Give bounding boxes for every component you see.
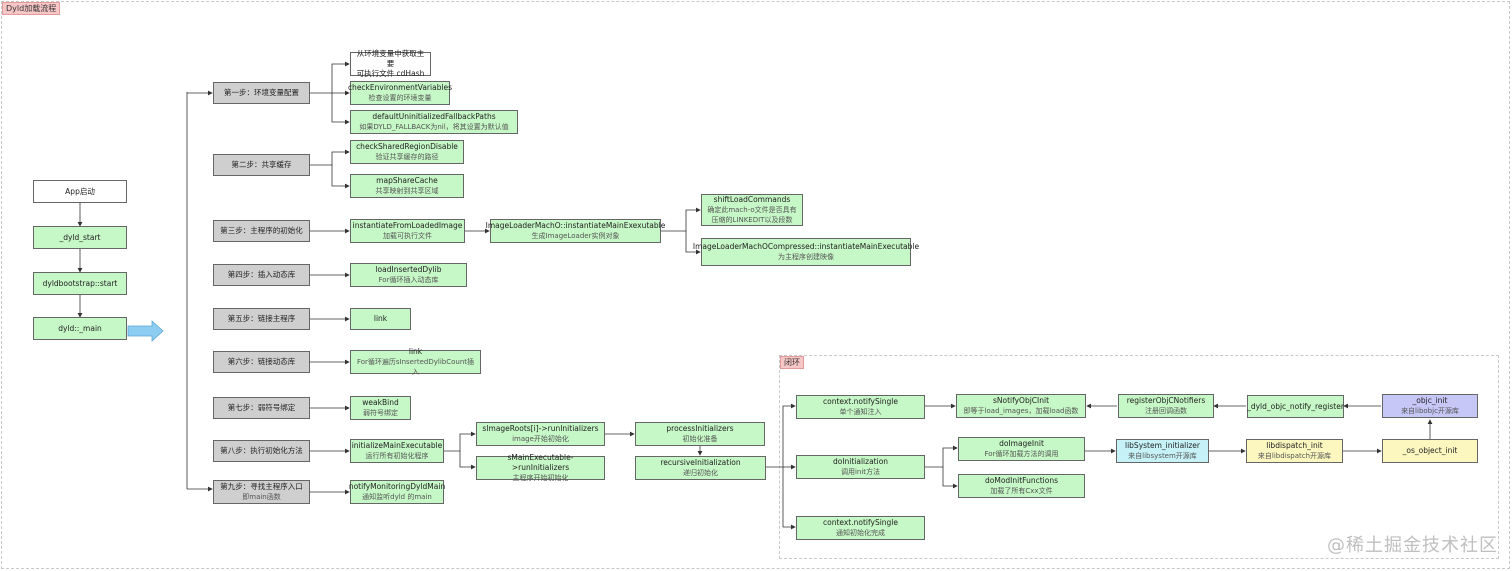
edge-init-roots [444,431,476,452]
step1: 第一步：环境变量配置 [213,82,310,104]
edge-loader-compressed [685,231,701,255]
node-loader-macho: ImageLoaderMachO::instantiateMainExexuta… [486,219,665,243]
loop-frame [779,355,1499,559]
node-dyld-start: _dyld_start [33,226,127,249]
edge-recursive-notify1 [766,403,796,468]
loop-tag: 闭环 [780,356,804,369]
node-dyld-main: dyld::_main [33,317,127,340]
edge-init-mainexec [459,451,476,470]
edge-recursive-notify2 [782,467,796,530]
node-dyld-objc-notify: _dyld_objc_notify_register [1247,395,1344,418]
edge-doinit-imageinit [925,445,958,468]
step6: 第六步：链接动态库 [213,351,310,373]
step5: 第五步：链接主程序 [213,308,310,330]
node-dyldbootstrap-start: dyldbootstrap::start [33,272,127,295]
step9: 第九步：寻找主程序入口即main函数 [213,480,310,504]
node-cdhash: 从环境变量中获取主要可执行文件 cdHash [350,49,431,78]
node-app-start: App启动 [33,180,127,203]
node-loader-compressed: ImageLoaderMachOCompressed::instantiateM… [693,238,919,266]
watermark: @稀土掘金技术社区 [1327,535,1498,556]
edge-doinit-modinit [942,467,958,489]
edge-step2-map [331,165,350,189]
edge-step1-cdhash [310,61,350,94]
step4: 第四步：插入动态库 [213,264,310,286]
step2: 第二步：共享缓存 [213,154,310,176]
step3: 第三步：主程序的初始化 [213,220,310,242]
diagram-title: Dyld加载流程 [2,2,61,15]
edge-loader-shift [661,207,701,232]
step7: 第七步：弱符号绑定 [213,397,310,419]
step8: 第八步：执行初始化方法 [213,440,310,462]
edge-step1-fallback [331,93,350,125]
big-arrow [127,320,164,342]
node-os-object-init: _os_object_init [1382,439,1478,463]
node-link-main: link [350,308,411,330]
edge-step2-check [310,149,350,166]
